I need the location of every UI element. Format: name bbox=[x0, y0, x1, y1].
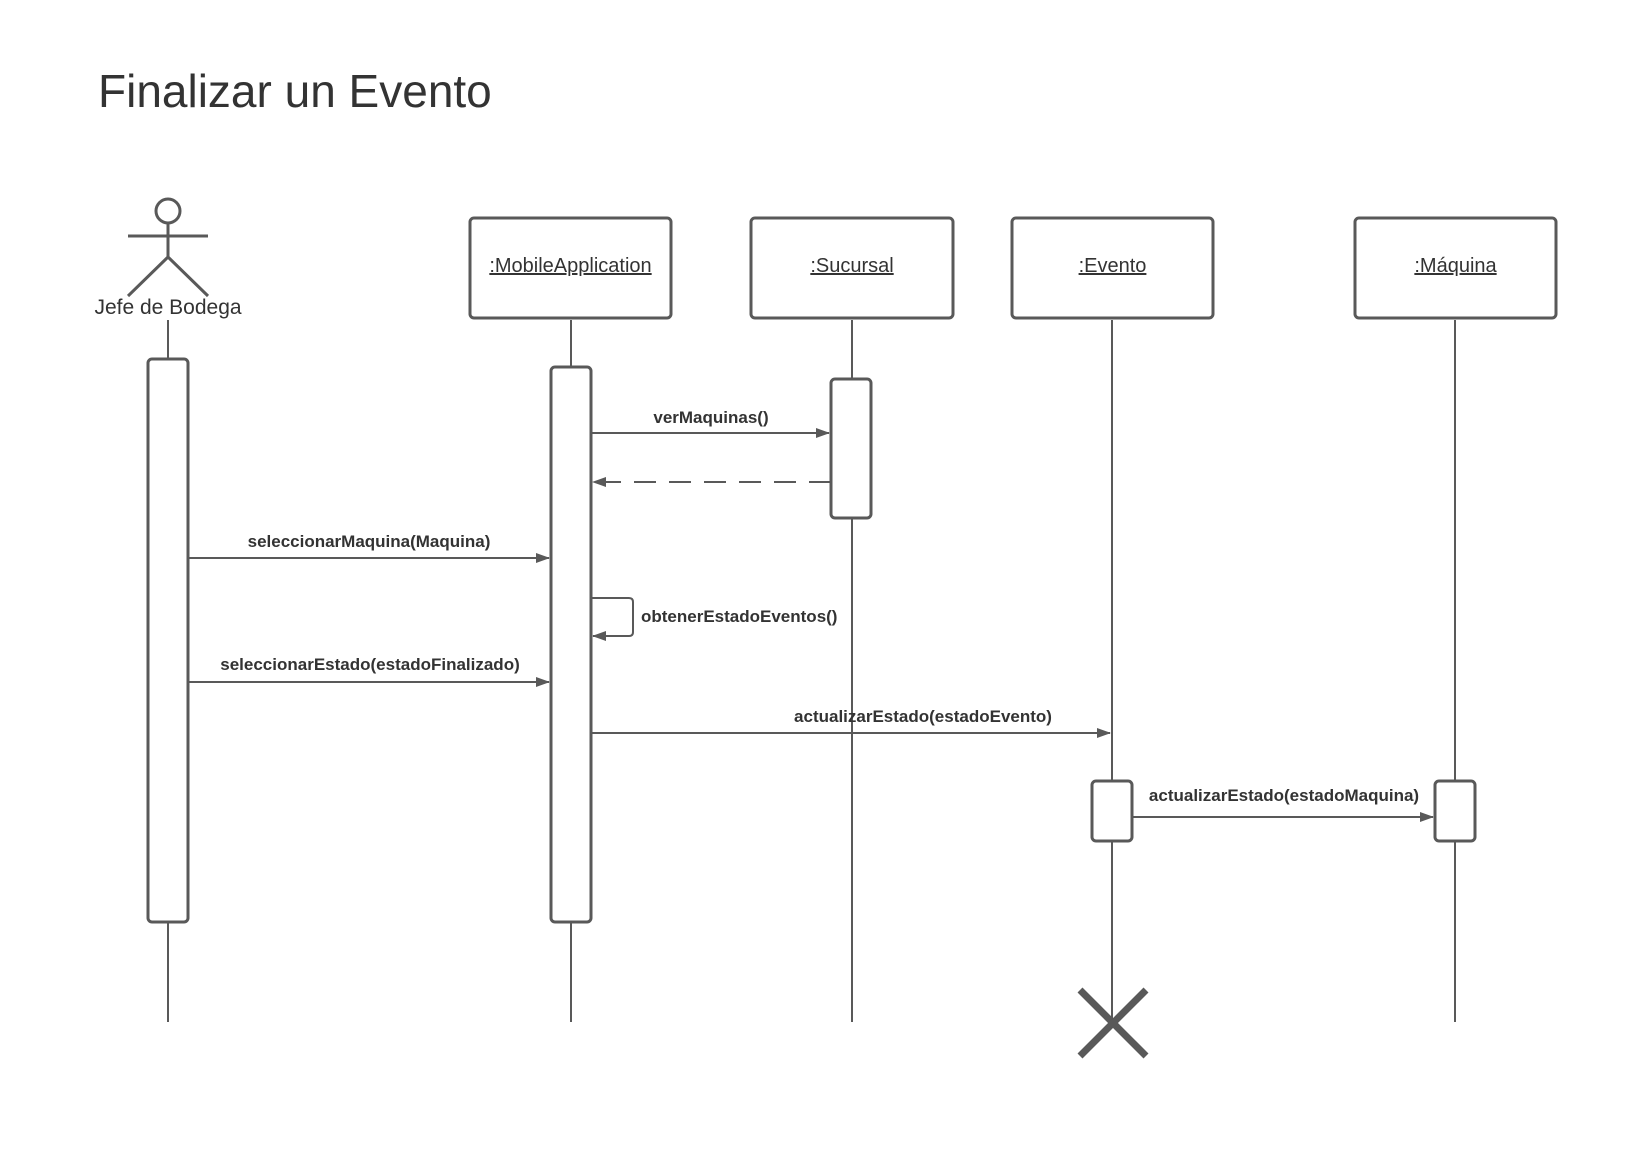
activation-bar-actor bbox=[146, 357, 190, 924]
message-label: seleccionarEstado(estadoFinalizado) bbox=[220, 655, 519, 674]
message-seleccionar-estado[interactable]: seleccionarEstado(estadoFinalizado) bbox=[188, 655, 550, 687]
message-ver-maquinas[interactable]: verMaquinas() bbox=[591, 408, 830, 438]
message-label: actualizarEstado(estadoEvento) bbox=[794, 707, 1052, 726]
activation-bar-sucursal bbox=[829, 377, 873, 520]
message-actualizar-estado-maquina[interactable]: actualizarEstado(estadoMaquina) bbox=[1132, 786, 1434, 822]
object-label: :Máquina bbox=[1414, 255, 1497, 277]
object-label: :Sucursal bbox=[810, 255, 893, 277]
message-obtener-estado-eventos[interactable]: obtenerEstadoEventos() bbox=[591, 597, 837, 641]
message-actualizar-estado-evento[interactable]: actualizarEstado(estadoEvento) bbox=[591, 707, 1111, 738]
object-label: :Evento bbox=[1079, 255, 1147, 277]
diagram-title: Finalizar un Evento bbox=[98, 65, 492, 117]
message-label: obtenerEstadoEventos() bbox=[641, 607, 837, 626]
activation-bar-maquina bbox=[1433, 779, 1477, 843]
activation-bar-mobile-application bbox=[549, 365, 593, 924]
object-evento[interactable]: :Evento bbox=[1010, 216, 1215, 320]
message-label: verMaquinas() bbox=[653, 408, 768, 427]
message-label: seleccionarMaquina(Maquina) bbox=[248, 532, 491, 551]
message-label: actualizarEstado(estadoMaquina) bbox=[1149, 786, 1419, 805]
message-seleccionar-maquina[interactable]: seleccionarMaquina(Maquina) bbox=[188, 532, 550, 563]
activation-bar-evento bbox=[1090, 779, 1134, 843]
object-mobile-application[interactable]: :MobileApplication bbox=[468, 216, 673, 320]
object-maquina[interactable]: :Máquina bbox=[1353, 216, 1558, 320]
object-sucursal[interactable]: :Sucursal bbox=[749, 216, 955, 320]
stick-figure-icon bbox=[126, 197, 210, 298]
actor-jefe-de-bodega[interactable]: Jefe de Bodega bbox=[94, 197, 242, 319]
destroy-x-icon bbox=[1077, 987, 1149, 1059]
object-label: :MobileApplication bbox=[489, 255, 651, 277]
actor-label: Jefe de Bodega bbox=[94, 296, 241, 319]
